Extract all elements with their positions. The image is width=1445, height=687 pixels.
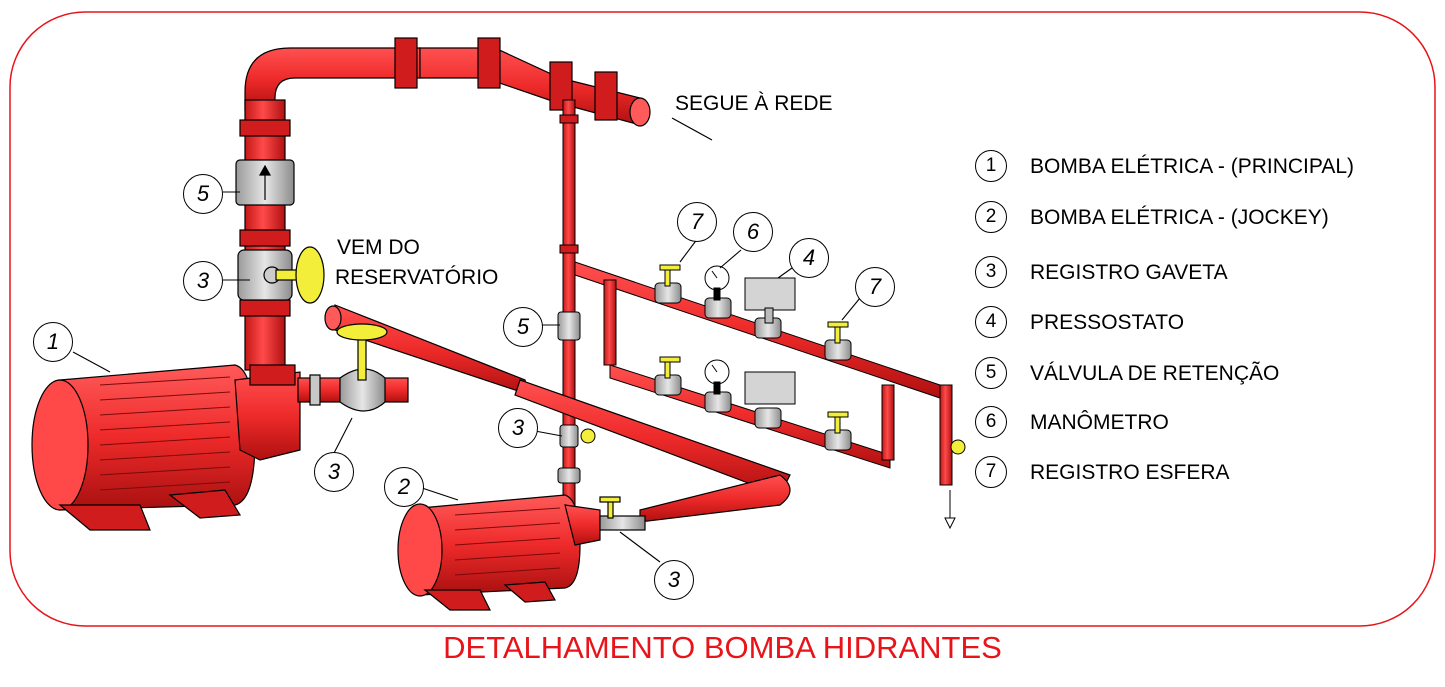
callout-3-small-riser-valve: 3	[498, 408, 538, 448]
reservatorio-label: RESERVATÓRIO	[335, 266, 499, 289]
callout-3-main-valve: 3	[314, 452, 354, 492]
callout-3-jockey-valve: 3	[654, 560, 694, 600]
jockey-pump	[397, 494, 646, 611]
diagram-title: DETALHAMENTO BOMBA HIDRANTES	[443, 630, 1002, 665]
legend-label: PRESSOSTATO	[1030, 311, 1185, 334]
legend-label: REGISTRO ESFERA	[1030, 461, 1230, 484]
callout-6-manometer: 6	[733, 212, 773, 252]
vem-do-label: VEM DO	[337, 236, 420, 259]
legend-label: VÁLVULA DE RETENÇÃO	[1030, 362, 1280, 385]
segue-rede-label: SEGUE À REDE	[675, 92, 833, 115]
legend-number: 4	[975, 306, 1007, 338]
main-pump	[31, 364, 301, 531]
small-riser	[557, 99, 596, 516]
upper-manifold	[574, 261, 966, 530]
callout-5-small-check-valve: 5	[503, 307, 543, 347]
legend-label: BOMBA ELÉTRICA - (JOCKEY)	[1030, 206, 1329, 229]
legend-number: 6	[975, 406, 1007, 438]
callout-2-jockey-pump: 2	[384, 467, 424, 507]
legend-number: 5	[975, 357, 1007, 389]
top-pipe	[394, 37, 651, 127]
legend-number: 2	[975, 201, 1007, 233]
callout-3-riser-valve: 3	[183, 261, 223, 301]
callout-7-ball-valve-left: 7	[677, 202, 717, 242]
main-gate-valve	[297, 323, 409, 412]
callout-5-riser-check-valve: 5	[183, 174, 223, 214]
callout-7-ball-valve-right: 7	[855, 267, 895, 307]
segue-arrow	[671, 117, 713, 141]
callout-4-pressure-switch: 4	[789, 238, 829, 278]
legend-number: 7	[975, 456, 1007, 488]
legend-label: BOMBA ELÉTRICA - (PRINCIPAL)	[1030, 155, 1355, 178]
main-riser	[235, 47, 421, 371]
legend-label: REGISTRO GAVETA	[1030, 261, 1228, 284]
frame-border	[9, 11, 1436, 627]
leader-lines	[72, 191, 861, 563]
legend-number: 1	[975, 150, 1007, 182]
legend-label: MANÔMETRO	[1030, 411, 1169, 434]
legend-number: 3	[975, 256, 1007, 288]
callout-1-main-pump: 1	[33, 322, 73, 362]
